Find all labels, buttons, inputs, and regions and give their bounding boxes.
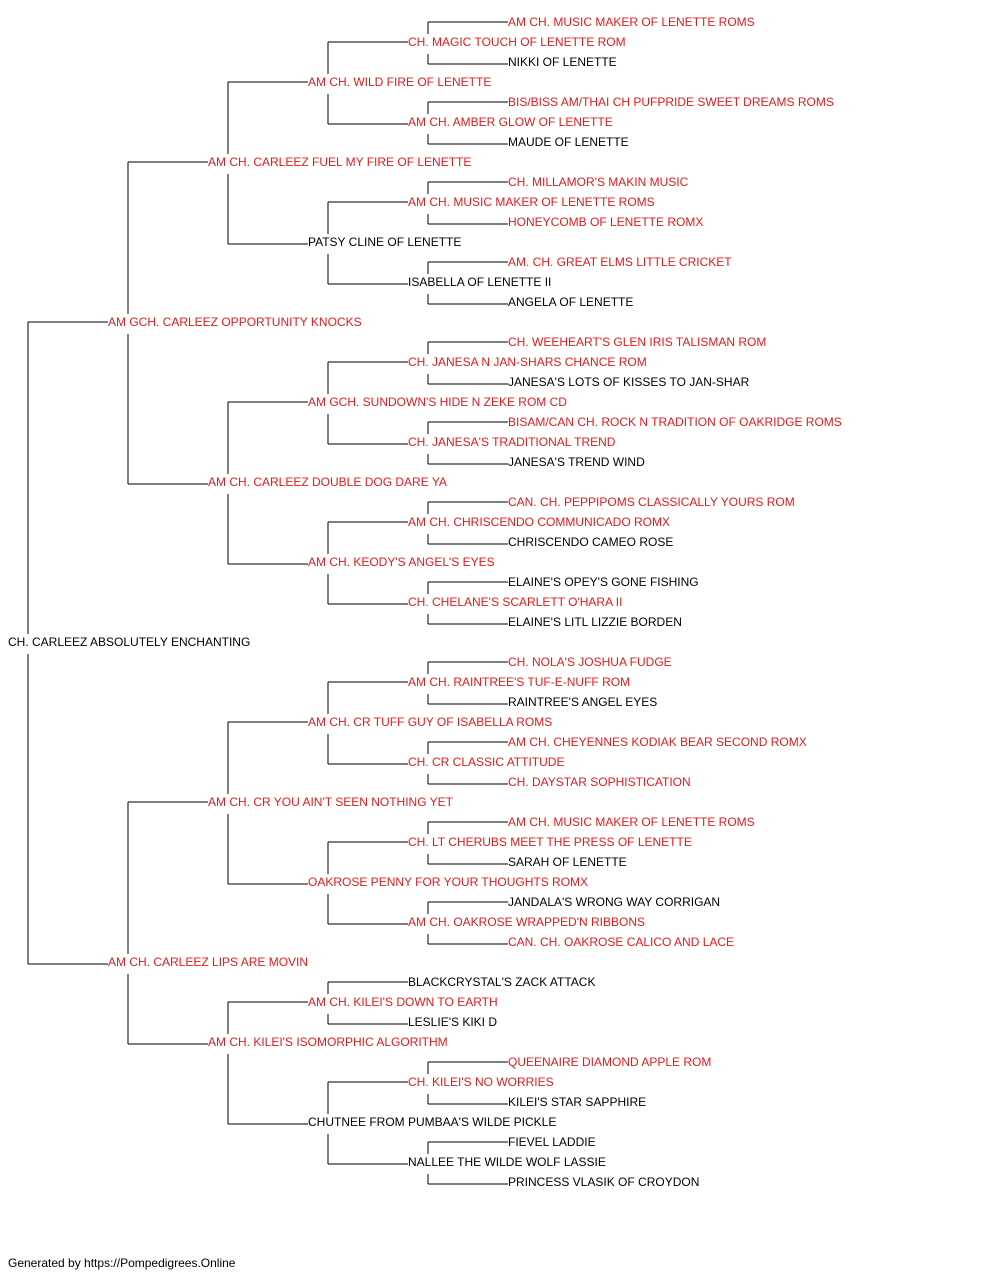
pedigree-node-38: CH. CR CLASSIC ATTITUDE — [408, 755, 564, 769]
pedigree-node-24: JANESA'S TREND WIND — [508, 455, 645, 469]
pedigree-node-43: AM CH. MUSIC MAKER OF LENETTE ROMS — [508, 815, 755, 829]
pedigree-node-27: CAN. CH. PEPPIPOMS CLASSICALLY YOURS ROM — [508, 495, 795, 509]
pedigree-node-49: AM CH. KILEI'S DOWN TO EARTH — [308, 995, 498, 1009]
pedigree-node-25: AM CH. KEODY'S ANGEL'S EYES — [308, 555, 495, 569]
pedigree-node-41: OAKROSE PENNY FOR YOUR THOUGHTS ROMX — [308, 875, 588, 889]
pedigree-node-2: AM CH. CARLEEZ FUEL MY FIRE OF LENETTE — [208, 155, 471, 169]
pedigree-node-1: AM GCH. CARLEEZ OPPORTUNITY KNOCKS — [108, 315, 362, 329]
pedigree-node-3: AM CH. WILD FIRE OF LENETTE — [308, 75, 491, 89]
pedigree-node-37: RAINTREE'S ANGEL EYES — [508, 695, 657, 709]
pedigree-node-55: KILEI'S STAR SAPPHIRE — [508, 1095, 646, 1109]
pedigree-node-14: ISABELLA OF LENETTE II — [408, 275, 551, 289]
generated-by-footer: Generated by https://Pompedigrees.Online — [8, 1256, 236, 1270]
pedigree-node-58: PRINCESS VLASIK OF CROYDON — [508, 1175, 699, 1189]
pedigree-node-32: AM CH. CARLEEZ LIPS ARE MOVIN — [108, 955, 308, 969]
pedigree-node-6: NIKKI OF LENETTE — [508, 55, 617, 69]
pedigree-node-22: CH. JANESA'S TRADITIONAL TREND — [408, 435, 616, 449]
pedigree-node-29: CH. CHELANE'S SCARLETT O'HARA II — [408, 595, 622, 609]
pedigree-node-39: AM CH. CHEYENNES KODIAK BEAR SECOND ROMX — [508, 735, 807, 749]
pedigree-node-46: JANDALA'S WRONG WAY CORRIGAN — [508, 895, 720, 909]
pedigree-node-4: CH. MAGIC TOUCH OF LENETTE ROM — [408, 35, 626, 49]
pedigree-node-36: CH. NOLA'S JOSHUA FUDGE — [508, 655, 672, 669]
pedigree-node-26: AM CH. CHRISCENDO COMMUNICADO ROMX — [408, 515, 670, 529]
pedigree-node-7: AM CH. AMBER GLOW OF LENETTE — [408, 115, 613, 129]
pedigree-node-16: ANGELA OF LENETTE — [508, 295, 633, 309]
pedigree-node-48: AM CH. KILEI'S ISOMORPHIC ALGORITHM — [208, 1035, 448, 1049]
pedigree-node-5: AM CH. MUSIC MAKER OF LENETTE ROMS — [508, 15, 755, 29]
pedigree-node-11: AM CH. MUSIC MAKER OF LENETTE ROMS — [408, 195, 655, 209]
pedigree-node-54: QUEENAIRE DIAMOND APPLE ROM — [508, 1055, 711, 1069]
pedigree-node-35: AM CH. RAINTREE'S TUF-E-NUFF ROM — [408, 675, 630, 689]
pedigree-node-40: CH. DAYSTAR SOPHISTICATION — [508, 775, 691, 789]
pedigree-node-50: BLACKCRYSTAL'S ZACK ATTACK — [408, 975, 595, 989]
pedigree-node-23: BISAM/CAN CH. ROCK N TRADITION OF OAKRID… — [508, 415, 842, 429]
pedigree-node-18: AM GCH. SUNDOWN'S HIDE N ZEKE ROM CD — [308, 395, 567, 409]
pedigree-node-12: CH. MILLAMOR'S MAKIN MUSIC — [508, 175, 689, 189]
pedigree-node-0: CH. CARLEEZ ABSOLUTELY ENCHANTING — [8, 635, 250, 649]
pedigree-node-53: CH. KILEI'S NO WORRIES — [408, 1075, 554, 1089]
pedigree-node-51: LESLIE'S KIKI D — [408, 1015, 497, 1029]
pedigree-node-15: AM. CH. GREAT ELMS LITTLE CRICKET — [508, 255, 732, 269]
pedigree-node-10: PATSY CLINE OF LENETTE — [308, 235, 461, 249]
pedigree-node-42: CH. LT CHERUBS MEET THE PRESS OF LENETTE — [408, 835, 692, 849]
pedigree-node-8: BIS/BISS AM/THAI CH PUFPRIDE SWEET DREAM… — [508, 95, 834, 109]
pedigree-node-34: AM CH. CR TUFF GUY OF ISABELLA ROMS — [308, 715, 552, 729]
pedigree-node-31: ELAINE'S LITL LIZZIE BORDEN — [508, 615, 682, 629]
pedigree-node-57: FIEVEL LADDIE — [508, 1135, 596, 1149]
pedigree-node-30: ELAINE'S OPEY'S GONE FISHING — [508, 575, 699, 589]
pedigree-node-33: AM CH. CR YOU AIN'T SEEN NOTHING YET — [208, 795, 454, 809]
pedigree-node-56: NALLEE THE WILDE WOLF LASSIE — [408, 1155, 606, 1169]
pedigree-node-52: CHUTNEE FROM PUMBAA'S WILDE PICKLE — [308, 1115, 556, 1129]
pedigree-node-47: CAN. CH. OAKROSE CALICO AND LACE — [508, 935, 734, 949]
pedigree-node-19: CH. JANESA N JAN-SHARS CHANCE ROM — [408, 355, 647, 369]
pedigree-node-21: JANESA'S LOTS OF KISSES TO JAN-SHAR — [508, 375, 750, 389]
pedigree-node-9: MAUDE OF LENETTE — [508, 135, 629, 149]
pedigree-node-45: AM CH. OAKROSE WRAPPED'N RIBBONS — [408, 915, 645, 929]
pedigree-node-13: HONEYCOMB OF LENETTE ROMX — [508, 215, 703, 229]
pedigree-node-28: CHRISCENDO CAMEO ROSE — [508, 535, 673, 549]
pedigree-node-44: SARAH OF LENETTE — [508, 855, 627, 869]
pedigree-node-17: AM CH. CARLEEZ DOUBLE DOG DARE YA — [208, 475, 447, 489]
pedigree-node-20: CH. WEEHEART'S GLEN IRIS TALISMAN ROM — [508, 335, 766, 349]
